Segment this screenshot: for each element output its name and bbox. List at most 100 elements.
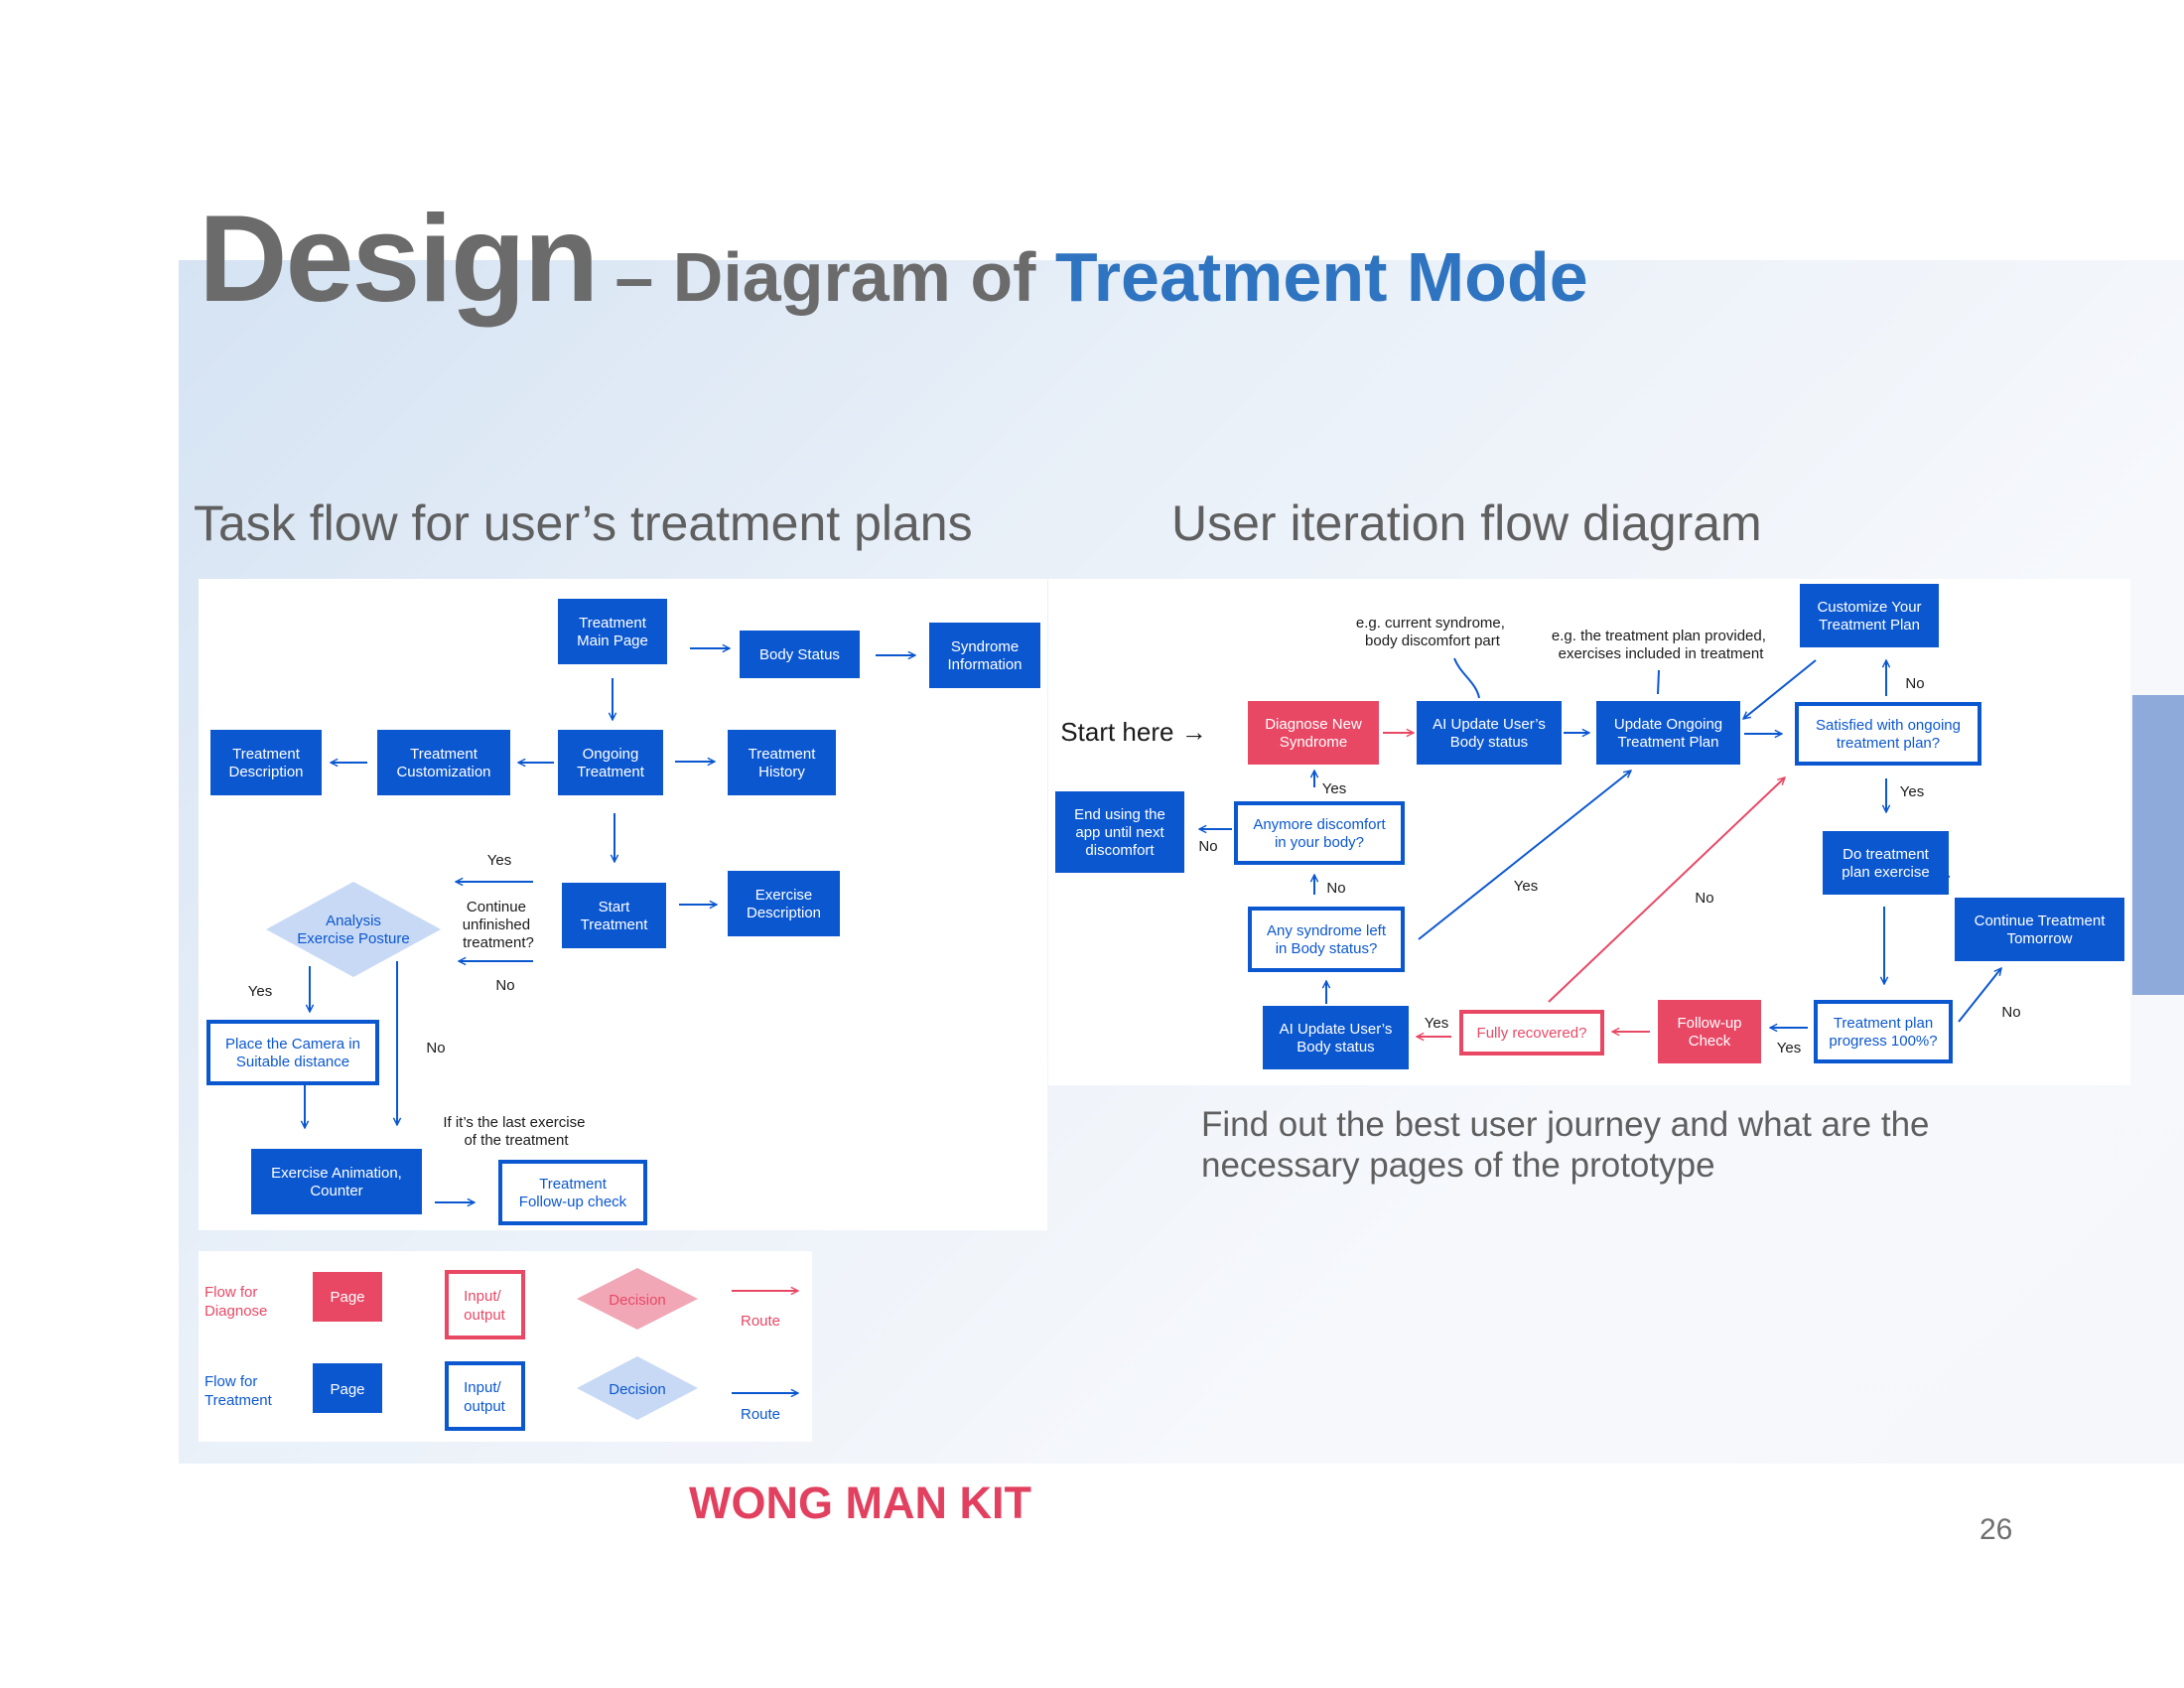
label-no-satisfied: No — [1905, 675, 1924, 692]
note-syndrome: e.g. current syndrome, body discomfort p… — [1356, 615, 1509, 649]
label-no: No — [495, 977, 514, 994]
legend-treatment-label: Flow for Treatment — [205, 1373, 273, 1409]
legend-io-diagnose — [445, 1270, 525, 1339]
label-no-analysis: No — [426, 1040, 445, 1056]
title-middle: – Diagram of — [614, 238, 1055, 316]
legend-page-diagnose-text: Page — [330, 1289, 364, 1306]
task-node-body-status: Body Status — [740, 631, 860, 678]
right-heading: User iteration flow diagram — [1171, 495, 1762, 551]
label-yes-recovered: Yes — [1425, 1015, 1448, 1032]
legend-route-treatment: Route — [741, 1406, 780, 1423]
legend-decision-treatment-text: Decision — [609, 1381, 666, 1398]
continue-question: Continue unfinished treatment? — [463, 899, 535, 951]
legend-decision-treatment — [577, 1356, 698, 1420]
legend-page-diagnose — [313, 1272, 382, 1322]
title-design: Design — [199, 191, 599, 328]
legend: Flow for Diagnose Page Input/ output Dec… — [199, 1251, 812, 1442]
label-no-anymore: No — [1198, 838, 1217, 855]
author-name: WONG MAN KIT — [689, 1477, 1031, 1528]
label-yes-analysis: Yes — [248, 983, 272, 1000]
legend-io-treatment — [445, 1361, 525, 1431]
iter-node-fully-recovered-label: Fully recovered? — [1477, 1025, 1587, 1042]
legend-io-treatment-text: Input/ output — [464, 1379, 506, 1415]
legend-decision-diagnose — [577, 1268, 698, 1330]
legend-route-diagnose: Route — [741, 1313, 780, 1330]
footnote-text: Find out the best user journey and what … — [1201, 1105, 1930, 1185]
side-accent-bar — [2132, 695, 2184, 995]
legend-io-diagnose-text: Input/ output — [464, 1288, 506, 1324]
start-here-label: Start here → — [1060, 717, 1206, 747]
title-highlight: Treatment Mode — [1054, 238, 1588, 316]
legend-decision-diagnose-text: Decision — [609, 1292, 666, 1309]
last-exercise-note: If it’s the last exercise of the treatme… — [443, 1114, 589, 1149]
label-no-progress: No — [2001, 1004, 2020, 1021]
label-yes-anymore: Yes — [1322, 780, 1346, 797]
iter-node-fully-recovered: Fully recovered? — [1459, 1010, 1604, 1055]
legend-diagnose-label: Flow for Diagnose — [205, 1284, 267, 1320]
legend-page-treatment — [313, 1363, 382, 1413]
note-plan: e.g. the treatment plan provided, exerci… — [1552, 628, 1770, 662]
label-yes: Yes — [487, 852, 511, 869]
label-no-recovered: No — [1695, 890, 1713, 907]
task-node-animation-label: Exercise Animation,Counter — [271, 1165, 402, 1199]
page-number: 26 — [1979, 1513, 2013, 1546]
task-node-animation: Exercise Animation,Counter — [251, 1149, 422, 1214]
left-heading: Task flow for user’s treatment plans — [194, 495, 973, 551]
slide-title: Design– Diagram of Treatment Mode — [199, 189, 1588, 330]
legend-page-treatment-text: Page — [330, 1381, 364, 1398]
label-no-any-syndrome: No — [1326, 880, 1345, 897]
label-yes-progress: Yes — [1777, 1040, 1801, 1056]
label-yes-satisfied: Yes — [1900, 783, 1924, 800]
task-node-body-status-label: Body Status — [759, 646, 840, 663]
